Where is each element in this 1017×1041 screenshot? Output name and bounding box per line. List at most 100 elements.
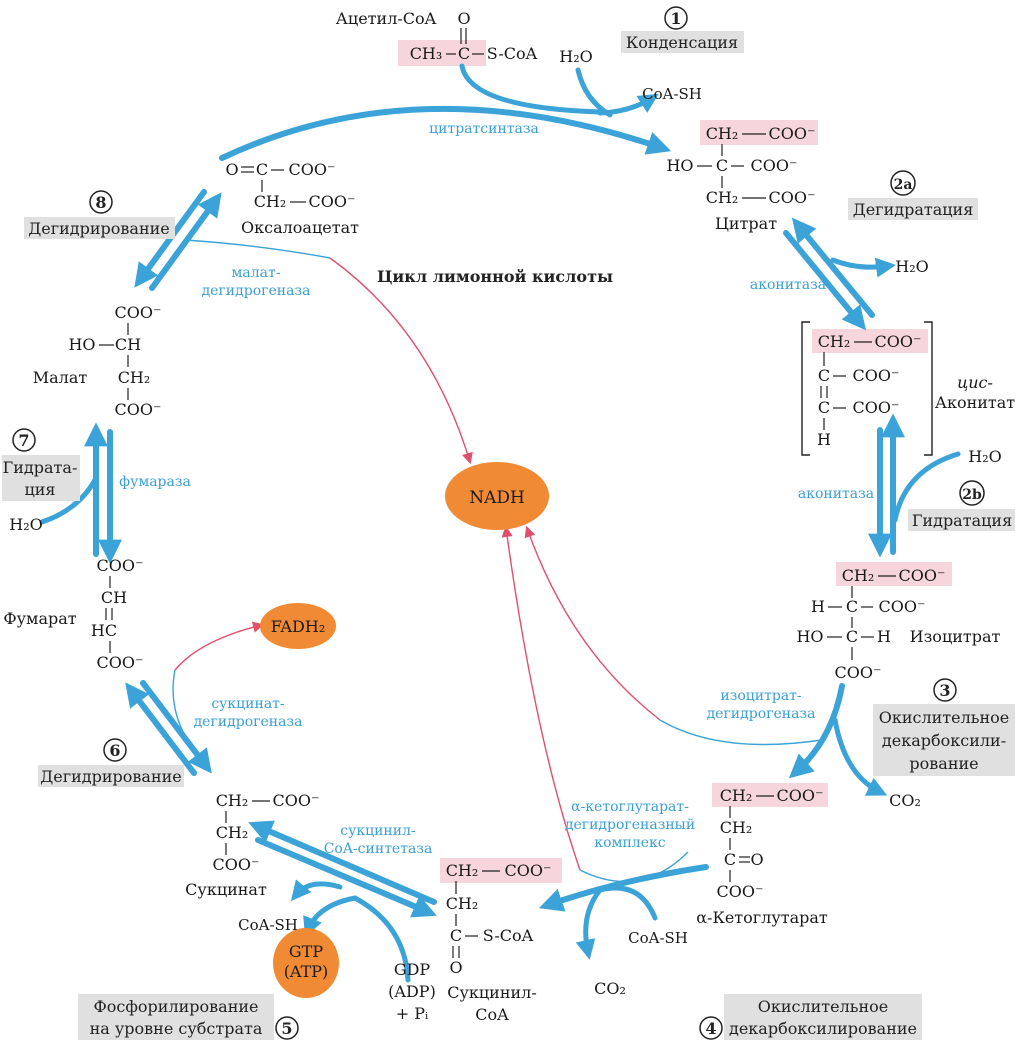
succinyl-c: C — [450, 926, 462, 945]
akg-highlight — [712, 783, 828, 807]
isocitrate-coo-mid: COO⁻ — [879, 597, 926, 616]
succinate-coo-top: COO⁻ — [273, 791, 320, 810]
succinyl-coo: COO⁻ — [505, 861, 552, 880]
succinate-ch2-top: CH₂ — [216, 791, 249, 810]
malate-ho: HO — [68, 335, 95, 354]
succinate-coo-bot: COO⁻ — [213, 855, 260, 874]
acetyl-scoa: S-CoA — [487, 44, 538, 63]
step-3-name-line: Окислительное — [879, 708, 1010, 727]
cis-aconitate-highlight — [812, 329, 928, 353]
aconitate-bracket-right — [924, 321, 933, 456]
step-3-circle — [933, 678, 957, 702]
arrow-water-in-2 — [892, 451, 961, 523]
aconitate-h: H — [817, 430, 831, 449]
nadh-oval — [445, 462, 549, 530]
oxalo-coo-bot: COO⁻ — [309, 192, 356, 211]
fadh2-label: FADH₂ — [271, 617, 325, 636]
arrow-citrate-synthase — [219, 105, 672, 161]
akg-o: O — [750, 850, 763, 869]
akg-c: C — [724, 850, 736, 869]
malate-name: Малат — [33, 368, 88, 387]
step-6-num: 6 — [109, 741, 120, 760]
fumarate-hc: HC — [91, 621, 117, 640]
step-4-box — [724, 994, 922, 1040]
step-4-name-line: декарбоксилирование — [729, 1019, 917, 1038]
enzyme-citrate-synthase: цитратсинтаза — [429, 121, 539, 137]
enzyme-sdh-line: сукцинат- — [211, 696, 285, 712]
step-7-name-line: ция — [24, 480, 55, 499]
step-2b-num: 2b — [962, 487, 982, 503]
isocitrate-h2: H — [877, 627, 891, 646]
arrow-mdh-fwd — [149, 192, 222, 291]
arrow-coash-out-1 — [597, 93, 659, 116]
step-labels: 1 Конденсация 2a Дегидратация 2b Гидрата… — [2, 6, 1015, 1040]
malate-ch2: CH₂ — [118, 368, 151, 387]
akg-ch2-top: CH₂ — [720, 786, 753, 805]
isocitrate-c1: C — [846, 597, 858, 616]
arrow-co2-out-2 — [575, 887, 603, 960]
step-4-circle — [699, 1016, 723, 1040]
arrow-aconitase-fwd — [791, 217, 875, 318]
oxalo-o: O — [225, 160, 238, 179]
enzyme-mdh: малат-дегидрогеназа — [202, 265, 311, 299]
step-5-circle — [275, 1016, 299, 1040]
step-8-num: 8 — [95, 193, 106, 212]
arrow-water-in-3 — [39, 477, 98, 525]
isocitrate-h1: H — [811, 597, 825, 616]
step-2b-name: Гидратация — [912, 511, 1012, 530]
step-2b-box — [908, 509, 1015, 531]
enzyme-mdh-line: дегидрогеназа — [202, 283, 311, 299]
step-3-name-line: декарбоксили- — [882, 731, 1006, 750]
akg-ch2-mid: CH₂ — [720, 818, 753, 837]
isocitrate-coo-top: COO⁻ — [899, 566, 946, 585]
electron-arrows — [172, 239, 823, 883]
oxaloacetate-name: Оксалоацетат — [241, 218, 359, 237]
enzyme-isocitrate-dh: изоцитрат-дегидрогеназа — [707, 688, 816, 722]
step-2a-num: 2a — [894, 177, 913, 193]
step-5-num: 5 — [281, 1019, 292, 1038]
enzyme-aconitase-2: аконитаза — [798, 486, 874, 502]
citrate-ho: HO — [666, 156, 693, 175]
isocitrate-name: Изоцитрат — [910, 627, 1001, 646]
step-7-circle — [12, 428, 36, 452]
step-1-num: 1 — [670, 9, 681, 28]
akg-to-nadh — [501, 525, 581, 871]
oxalo-coo-top: COO⁻ — [289, 160, 336, 179]
isocitrate-c2: C — [846, 627, 858, 646]
gdp-label-line: + Pᵢ — [396, 1004, 428, 1023]
co2-2: CO₂ — [594, 979, 626, 998]
arrow-coash-in-2 — [597, 885, 658, 921]
arrow-sdh-rev — [125, 682, 197, 776]
arrow-acetyl-in — [459, 63, 603, 115]
enzyme-akg-dh-line: дегидрогеназный — [565, 817, 695, 833]
enzyme-sdh-line: дегидрогеназа — [194, 714, 303, 730]
aconitate-coo-bot: COO⁻ — [853, 398, 900, 417]
gtp-label-line: (ATP) — [284, 962, 329, 981]
aconitate-bracket-left — [801, 321, 810, 456]
fumarate-name: Фумарат — [3, 609, 76, 628]
isocitrate-ho: HO — [796, 627, 823, 646]
arrow-scs-fwd — [248, 820, 437, 905]
aconitate-coo-mid: COO⁻ — [853, 366, 900, 385]
diagram-title: Цикл лимонной кислоты — [377, 267, 613, 286]
akg-coo-bot: COO⁻ — [717, 882, 764, 901]
isocitrate-to-nadh-blue — [659, 719, 823, 746]
citrate-c: C — [716, 156, 728, 175]
isocitrate-highlight — [836, 562, 952, 586]
fumarate-coo-top: COO⁻ — [97, 556, 144, 575]
arrow-akgdh — [538, 864, 709, 912]
malate-coo-top: COO⁻ — [115, 303, 162, 322]
aconitate-name: Аконитат — [935, 393, 1015, 412]
co2-1: CO₂ — [889, 791, 921, 810]
step-5-box — [78, 994, 274, 1040]
step-2a-name: Дегидратация — [853, 200, 974, 219]
coash-3: CoA-SH — [238, 916, 298, 934]
step-4-num: 4 — [705, 1019, 716, 1038]
enzyme-akg-dh-line: α-кетоглутарат- — [571, 799, 689, 815]
aconitate-coo-top: COO⁻ — [875, 332, 922, 351]
gdp-label: GDP(ADP)+ Pᵢ — [388, 960, 436, 1023]
acetyl-o: O — [457, 9, 470, 28]
